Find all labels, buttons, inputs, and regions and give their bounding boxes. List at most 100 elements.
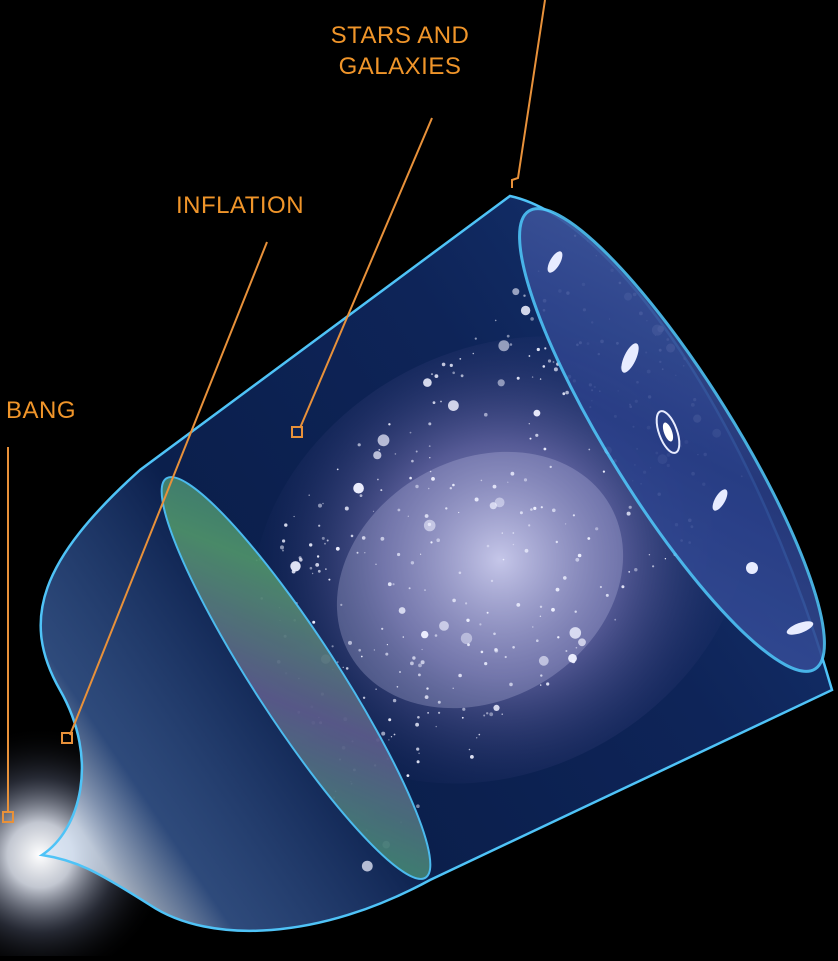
- star-speck: [512, 532, 515, 534]
- star-speck: [645, 159, 648, 162]
- star-speck: [377, 434, 390, 447]
- star-speck: [572, 514, 576, 517]
- star-speck: [375, 563, 377, 565]
- star-speck: [494, 497, 505, 508]
- star-speck: [553, 367, 558, 372]
- big-bang-marker: [2, 811, 14, 823]
- star-speck: [398, 607, 406, 614]
- star-speck: [476, 737, 478, 739]
- star-speck: [311, 572, 314, 575]
- star-speck: [528, 423, 530, 425]
- star-speck: [530, 508, 533, 511]
- star-speck: [709, 288, 713, 292]
- star-speck: [529, 437, 532, 440]
- star-speck: [402, 636, 405, 638]
- star-speck: [546, 682, 550, 686]
- stars-galaxies-marker: [291, 426, 303, 438]
- star-speck: [703, 280, 705, 282]
- star-speck: [506, 334, 510, 338]
- star-speck: [709, 360, 716, 367]
- star-speck: [364, 552, 366, 554]
- star-speck: [547, 359, 552, 363]
- star-speck: [552, 361, 555, 363]
- star-speck: [663, 294, 666, 296]
- star-speck: [309, 566, 313, 570]
- star-speck: [535, 433, 539, 437]
- star-speck: [492, 484, 497, 489]
- star-speck: [599, 585, 603, 589]
- star-speck: [676, 267, 680, 270]
- star-speck: [416, 804, 420, 808]
- star-speck: [362, 696, 366, 699]
- star-speck: [372, 510, 375, 512]
- star-speck: [497, 379, 505, 387]
- star-speck: [474, 497, 479, 502]
- star-speck: [532, 626, 534, 628]
- stars-label-line1: STARS AND: [330, 22, 470, 49]
- star-speck: [428, 445, 431, 447]
- star-speck: [426, 687, 429, 690]
- star-speck: [479, 623, 482, 626]
- star-speck: [646, 196, 648, 197]
- star-speck: [421, 648, 423, 651]
- star-speck: [424, 695, 429, 699]
- big-bang-label: BANG: [6, 397, 77, 424]
- star-speck: [484, 662, 488, 666]
- star-speck: [494, 319, 497, 322]
- star-speck: [459, 358, 462, 360]
- star-speck: [445, 507, 448, 510]
- star-speck: [540, 674, 543, 677]
- star-speck: [373, 649, 376, 651]
- star-speck: [510, 471, 515, 476]
- star-speck: [280, 545, 284, 550]
- star-speck: [602, 470, 606, 473]
- star-speck: [578, 638, 586, 647]
- star-speck: [621, 243, 633, 255]
- star-speck: [424, 514, 429, 518]
- star-speck: [574, 610, 577, 613]
- star-speck: [498, 340, 510, 352]
- star-speck: [571, 659, 576, 664]
- star-speck: [684, 332, 695, 344]
- star-speck: [565, 650, 568, 652]
- star-speck: [489, 712, 494, 717]
- star-speck: [458, 673, 462, 678]
- star-speck: [415, 722, 419, 727]
- star-speck: [569, 627, 582, 639]
- star-speck: [390, 736, 393, 738]
- star-speck: [480, 479, 483, 482]
- star-speck: [387, 582, 392, 587]
- star-speck: [509, 343, 513, 346]
- star-speck: [432, 401, 436, 404]
- inflation-label: INFLATION: [175, 192, 305, 219]
- star-speck: [335, 546, 340, 551]
- star-speck: [458, 511, 460, 514]
- star-speck: [324, 542, 326, 545]
- star-speck: [740, 406, 743, 409]
- star-speck: [437, 700, 441, 704]
- star-speck: [539, 615, 542, 617]
- star-speck: [634, 568, 638, 572]
- star-speck: [452, 598, 456, 603]
- star-speck: [628, 505, 632, 509]
- star-speck: [315, 563, 320, 567]
- star-speck: [326, 539, 329, 542]
- star-speck: [418, 752, 420, 755]
- star-speck: [563, 576, 567, 580]
- star-speck: [614, 618, 617, 621]
- star-speck: [652, 214, 655, 217]
- star-speck: [396, 686, 399, 688]
- star-speck: [415, 450, 418, 453]
- star-speck: [336, 468, 339, 471]
- star-speck: [399, 671, 401, 673]
- star-speck: [650, 153, 653, 156]
- star-speck: [652, 565, 655, 568]
- star-speck: [523, 478, 528, 482]
- star-speck: [628, 571, 631, 573]
- star-speck: [452, 483, 455, 487]
- star-speck: [474, 337, 477, 340]
- star-speck: [429, 470, 432, 473]
- star-speck: [448, 400, 459, 411]
- star-speck: [653, 297, 656, 300]
- star-speck: [462, 707, 466, 711]
